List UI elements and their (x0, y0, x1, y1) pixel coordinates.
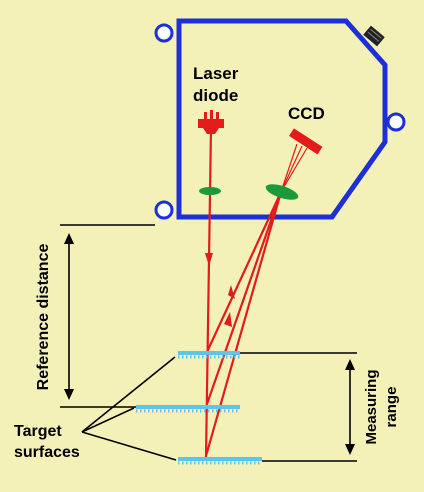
target-label-line1: Target (14, 423, 62, 440)
ccd-ray-2 (280, 145, 303, 193)
reflected-beam-far (204, 191, 283, 457)
emitter-lens (199, 187, 221, 195)
mount-hole-bottom-left (154, 200, 174, 220)
ccd-ray-3 (280, 147, 308, 193)
mount-hole-top-left (154, 23, 174, 43)
sensor-housing (154, 18, 406, 220)
measuring-label-line1: Measuring (363, 369, 380, 444)
target-label-line2: surfaces (14, 444, 80, 461)
reflected-beam-near (206, 191, 282, 353)
measuring-label-line2: range (383, 387, 400, 428)
meas-arrowhead-top (345, 359, 355, 370)
target-surface-far (178, 457, 262, 465)
ccd-sensor-icon (289, 128, 323, 155)
housing-outline (176, 18, 388, 220)
ref-arrowhead-bottom (64, 389, 74, 400)
reflected-beam-mid (205, 191, 283, 405)
target-surface-mid (136, 405, 240, 413)
target-surface-near (178, 351, 240, 359)
target-pointer-2 (81, 407, 135, 433)
laser-beams (204, 127, 308, 458)
laser-diode-icon (198, 110, 224, 134)
ref-arrowhead-top (64, 233, 74, 244)
target-surfaces (136, 351, 262, 465)
ccd-label: CCD (288, 104, 325, 123)
ccd-ray-1 (280, 143, 298, 193)
target-pointer-3 (81, 431, 177, 461)
reference-distance-label: Reference distance (35, 244, 52, 391)
arrow-down-1 (205, 253, 213, 266)
connector-icon (363, 25, 385, 47)
arrow-up-1 (228, 285, 235, 299)
laser-label-line2: diode (193, 86, 238, 105)
mount-hole-right (386, 112, 406, 132)
receiver-lens (265, 184, 299, 200)
target-pointer-1 (81, 356, 176, 433)
laser-label-line1: Laser (193, 64, 239, 83)
arrow-up-2 (224, 312, 232, 327)
dimension-lines (60, 224, 357, 462)
meas-arrowhead-bottom (345, 444, 355, 455)
